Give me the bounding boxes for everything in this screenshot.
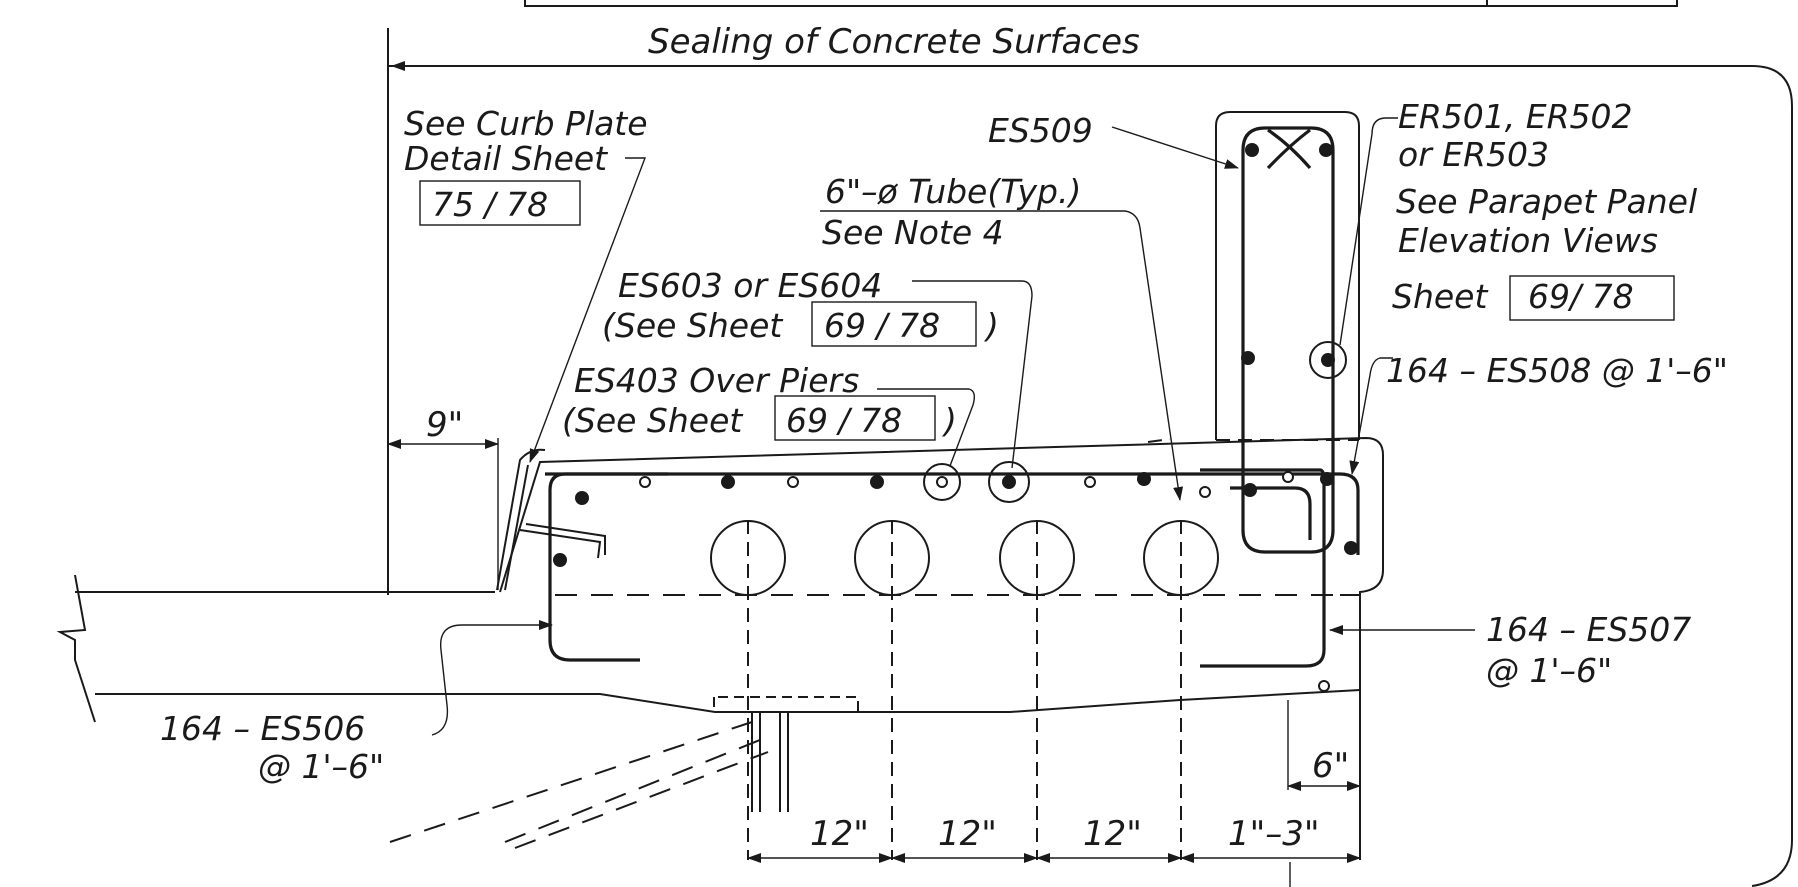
barrier-outline: [499, 436, 1384, 690]
curb-plate-note-2: Detail Sheet: [404, 139, 608, 178]
curb-plate-note-1: See Curb Plate: [404, 104, 648, 143]
tube-note-2: See Note 4: [822, 213, 1004, 252]
er-sheet: Sheet: [1392, 277, 1488, 316]
title-table-fragment: [524, 0, 1678, 7]
barrier-stirrups: [545, 468, 1360, 668]
dim-6in: 6": [1312, 746, 1349, 786]
sealing-extent-line: [387, 28, 1752, 595]
es603-note-1: ES603 or ES604: [618, 266, 882, 305]
es506-note-2: @ 1'–6": [258, 747, 384, 786]
deck-slab: [56, 574, 1361, 723]
curb-plate-ref: 75 / 78: [432, 185, 548, 224]
er-note-4: Elevation Views: [1398, 221, 1658, 260]
es507-note-2: @ 1'–6": [1486, 651, 1612, 690]
parapet: [1215, 111, 1360, 441]
dim-spacing-3: 12": [1083, 814, 1142, 854]
er-ref: 69/ 78: [1528, 277, 1634, 316]
reference-boxes: [419, 180, 1675, 441]
es403-note-1: ES403 Over Piers: [574, 361, 859, 400]
leader-lines: [431, 117, 1475, 736]
es603-ref: 69 / 78: [824, 306, 940, 345]
tube-centerlines: [747, 520, 1361, 860]
dimension-lines: [387, 438, 1361, 887]
es506-note-1: 164 – ES506: [160, 709, 365, 748]
er-note-1: ER501, ER502: [1398, 97, 1633, 136]
girder-flange: [389, 696, 859, 849]
rebar-dots: [553, 143, 1358, 692]
er-note-2: or ER503: [1398, 135, 1549, 174]
es508-label: 164 – ES508 @ 1'–6": [1386, 351, 1728, 390]
es403-close: ): [941, 401, 957, 440]
dim-9in: 9": [426, 405, 463, 445]
dim-spacing-1: 12": [810, 814, 869, 854]
tube-note-1: 6"–ø Tube(Typ.): [825, 172, 1081, 211]
es509-label: ES509: [988, 111, 1093, 150]
es603-note-2: (See Sheet: [602, 306, 783, 345]
es403-note-2: (See Sheet: [562, 401, 743, 440]
tubes: [710, 520, 1219, 596]
es603-close: ): [983, 306, 999, 345]
es507-note-1: 164 – ES507: [1486, 610, 1691, 649]
sheet-border: [389, 65, 1793, 887]
dim-spacing-2: 12": [938, 814, 997, 854]
er-note-3: See Parapet Panel: [1396, 182, 1697, 221]
es403-ref: 69 / 78: [786, 401, 902, 440]
dim-spacing-4: 1"–3": [1228, 814, 1320, 854]
sealing-title: Sealing of Concrete Surfaces: [648, 22, 1140, 62]
